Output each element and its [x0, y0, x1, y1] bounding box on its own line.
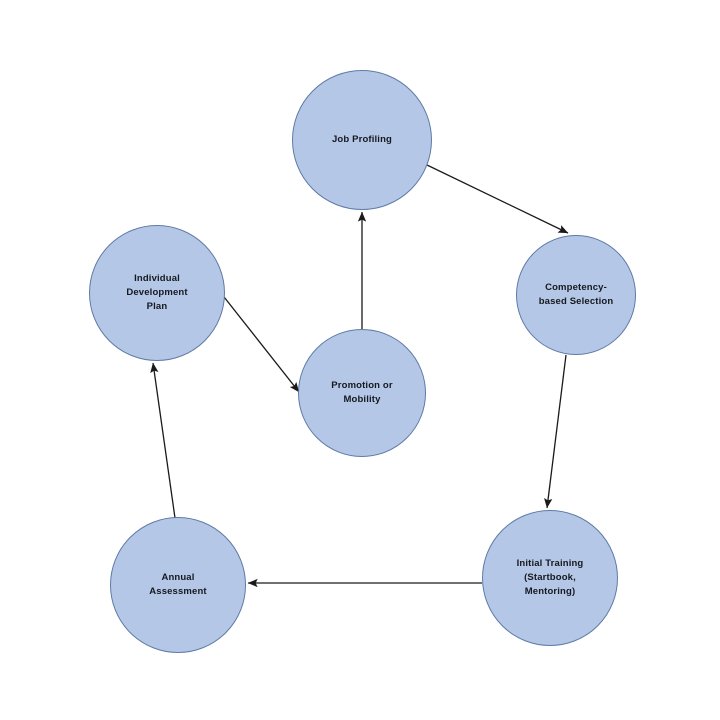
edge-annual-assessment-to-individual-development-plan: [150, 362, 176, 519]
edge-competency-to-initial-training: [544, 354, 567, 509]
node-label-competency-based-selection: Competency- based Selection: [538, 282, 614, 307]
node-annual-assessment[interactable]: Annual Assessment: [110, 517, 246, 653]
node-label-annual-assessment: Annual Assessment: [149, 572, 207, 597]
node-promotion-or-mobility[interactable]: Promotion or Mobility: [298, 329, 426, 457]
node-label-promotion-or-mobility: Promotion or Mobility: [331, 380, 393, 405]
node-label-job-profiling: Job Profiling: [331, 134, 392, 146]
node-label-individual-development-plan: Individual Development Plan: [126, 273, 188, 312]
edge-job-profiling-to-competency: [426, 164, 569, 234]
node-initial-training[interactable]: Initial Training (Startbook, Mentoring): [482, 510, 618, 646]
node-competency-based-selection[interactable]: Competency- based Selection: [516, 235, 636, 355]
edges-group: [150, 164, 569, 588]
node-label-initial-training: Initial Training (Startbook, Mentoring): [516, 558, 584, 597]
node-job-profiling[interactable]: Job Profiling: [292, 70, 432, 210]
node-individual-development-plan[interactable]: Individual Development Plan: [89, 225, 225, 361]
edge-individual-development-plan-to-promotion: [212, 282, 300, 393]
